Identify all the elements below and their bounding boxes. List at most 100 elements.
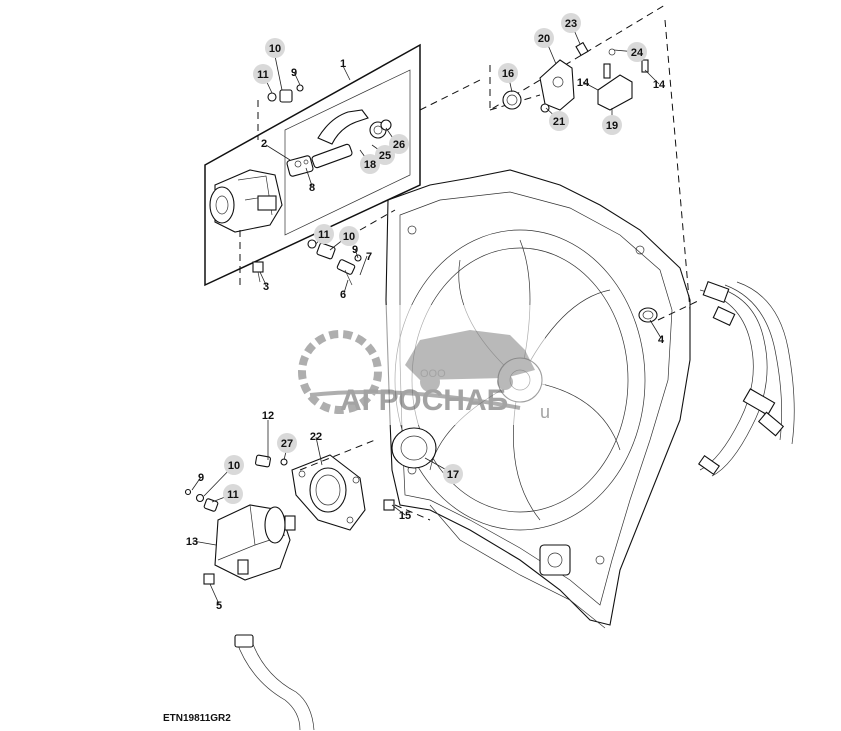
callout-5: 5 — [216, 600, 222, 612]
callout-label: 21 — [553, 116, 565, 128]
callout-label: 10 — [343, 231, 355, 243]
callout-label: 18 — [364, 159, 376, 171]
callout-label: 12 — [262, 410, 274, 422]
callout-label: 5 — [216, 600, 222, 612]
fan-drive-motor — [214, 504, 296, 581]
callout-ring — [223, 484, 243, 504]
callout-ring — [498, 63, 518, 83]
callout-label: 6 — [340, 289, 346, 301]
bracket-parts — [502, 41, 649, 113]
callout-label: 10 — [228, 460, 240, 472]
callout-1: 1 — [340, 58, 346, 70]
callout-15: 15 — [399, 510, 411, 522]
bolt-3 — [252, 261, 264, 283]
callout-13: 13 — [186, 536, 198, 548]
callout-3: 3 — [263, 281, 269, 293]
callout-label: 25 — [379, 150, 391, 162]
alignment-line — [359, 209, 396, 231]
callout-10: 10 — [224, 455, 244, 475]
callout-8: 8 — [309, 182, 315, 194]
callout-label: 8 — [309, 182, 315, 194]
callout-4: 4 — [658, 334, 665, 346]
callout-10: 10 — [265, 38, 285, 58]
fan-hub-17 — [391, 427, 437, 469]
callout-label: 24 — [631, 47, 644, 59]
callout-label: 11 — [257, 69, 269, 81]
callout-21: 21 — [549, 111, 569, 131]
callout-ring — [534, 28, 554, 48]
callout-label: 19 — [606, 120, 618, 132]
callout-ring — [389, 134, 409, 154]
callout-27: 27 — [277, 433, 297, 453]
callout-label: 14 — [653, 79, 666, 91]
callout-label: 4 — [658, 334, 665, 346]
callout-label: 3 — [263, 281, 269, 293]
fittings-upper — [267, 84, 304, 103]
callout-24: 24 — [627, 42, 647, 62]
callout-ring — [375, 145, 395, 165]
callout-11: 11 — [253, 64, 273, 84]
fittings-middle — [307, 239, 362, 286]
callout-9: 9 — [198, 472, 204, 484]
callout-14: 14 — [653, 79, 666, 91]
fittings-lower — [184, 454, 395, 585]
callout-9: 9 — [352, 244, 358, 256]
callout-label: 10 — [269, 43, 281, 55]
callout-label: 23 — [565, 18, 577, 30]
callout-ring — [277, 433, 297, 453]
callout-label: 9 — [352, 244, 358, 256]
callout-label: 20 — [538, 33, 550, 45]
alignment-line — [657, 299, 701, 321]
callout-20: 20 — [534, 28, 554, 48]
callout-label: 14 — [577, 77, 590, 89]
callout-ring — [549, 111, 569, 131]
callout-ring — [314, 224, 334, 244]
pump-assembly-frame — [204, 43, 421, 287]
callout-10: 10 — [339, 226, 359, 246]
hydraulic-pump — [209, 169, 283, 233]
callout-label: 22 — [310, 431, 322, 443]
callout-label: 27 — [281, 438, 293, 450]
callout-22: 22 — [310, 431, 322, 443]
callout-ring — [253, 64, 273, 84]
valve-and-tube — [286, 109, 392, 177]
callout-11: 11 — [223, 484, 243, 504]
callout-label: 11 — [318, 229, 330, 241]
callout-label: 1 — [340, 58, 346, 70]
callout-label: 17 — [447, 469, 459, 481]
callout-label: 16 — [502, 68, 514, 80]
callout-label: 2 — [261, 138, 267, 150]
callout-23: 23 — [561, 13, 581, 33]
callout-12: 12 — [262, 410, 274, 422]
callout-label: 11 — [227, 489, 239, 501]
figure-code: ETN19811GR2 — [163, 713, 231, 724]
callout-11: 11 — [314, 224, 334, 244]
leader-lines — [191, 22, 662, 605]
callout-ring — [627, 42, 647, 62]
callout-18: 18 — [360, 154, 380, 174]
agrosnab-watermark: ООО АГРОСНАБ u — [275, 305, 550, 425]
adapter-plate — [291, 454, 366, 531]
alignment-line — [394, 504, 431, 521]
watermark-prefix: ООО — [420, 368, 446, 380]
callout-label: 9 — [198, 472, 204, 484]
callout-26: 26 — [389, 134, 409, 154]
callout-ring — [360, 154, 380, 174]
hydraulic-hoses — [234, 280, 795, 731]
fitting-4 — [638, 307, 658, 323]
callout-label: 7 — [366, 251, 372, 263]
callout-16: 16 — [498, 63, 518, 83]
callout-2: 2 — [261, 138, 267, 150]
callout-ring — [602, 115, 622, 135]
watermark-company-name: АГРОСНАБ — [340, 384, 508, 417]
callout-ring — [339, 226, 359, 246]
callout-label: 15 — [399, 510, 411, 522]
callout-19: 19 — [602, 115, 622, 135]
callout-label: 13 — [186, 536, 198, 548]
alignment-line — [419, 79, 481, 111]
callout-17: 17 — [443, 464, 463, 484]
callout-label: 9 — [291, 67, 297, 79]
callout-7: 7 — [366, 251, 372, 263]
callout-25: 25 — [375, 145, 395, 165]
